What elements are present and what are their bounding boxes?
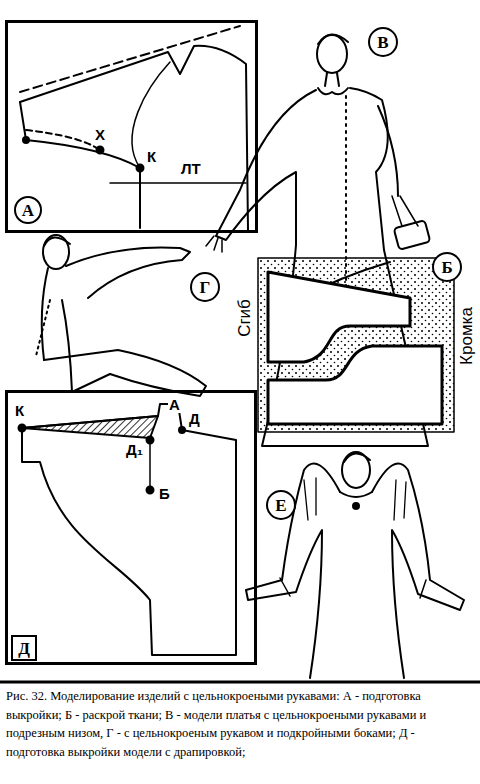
panel-letter-circle: Б [432, 252, 462, 282]
point-label: Д [188, 410, 201, 427]
pattern-piece [268, 346, 442, 424]
right-arm [378, 106, 398, 196]
head [342, 452, 370, 488]
point-dot [23, 137, 29, 143]
hair [44, 237, 70, 246]
neck [325, 73, 339, 86]
caption-holder: Рис. 32. Моделирование изделий с цельнок… [6, 686, 472, 761]
neckline [340, 492, 372, 497]
sleeve-hem [20, 102, 26, 140]
fabric-sheet [258, 258, 454, 432]
point-label: К [146, 148, 157, 165]
panel-letter: А [22, 202, 34, 219]
brooch [353, 503, 359, 509]
underarm-dashed [26, 130, 100, 150]
hand [206, 236, 222, 252]
collar [318, 88, 348, 94]
point-label-holder: К [146, 148, 157, 166]
point-label-holder: Д [188, 410, 201, 428]
point-dot [137, 165, 144, 172]
point-label: Х [94, 126, 106, 143]
point-label-holder: К [14, 402, 25, 420]
fabric-edge-label: Сгиб [235, 297, 254, 339]
panel-letter: Г [200, 279, 211, 296]
panel-letter: Е [275, 497, 286, 514]
caption-rule [0, 681, 480, 684]
hair [318, 34, 348, 44]
torso [42, 268, 72, 392]
waist-line [110, 182, 246, 184]
sleeve-gathers [304, 478, 406, 520]
panel-letter-circle: В [368, 27, 398, 57]
head [317, 35, 347, 73]
side-seam [139, 168, 141, 228]
panel-letter-circle: Г [190, 272, 220, 302]
armhole-curve [132, 62, 170, 168]
panel-frame: КАДД₁БД [5, 390, 257, 665]
bag-strap [392, 196, 418, 226]
point-label-holder: Д₁ [125, 441, 144, 459]
point-dot [97, 147, 104, 154]
point-label-holder: Х [94, 126, 106, 144]
side-label-holder: Кромка [457, 305, 477, 367]
point-label-holder: Б [158, 485, 171, 503]
panel-letter-box: Д [11, 635, 37, 661]
hair [344, 453, 370, 462]
point-dot [19, 425, 26, 432]
raised-sleeve [66, 247, 190, 298]
point-label: К [14, 402, 25, 419]
head [43, 235, 69, 269]
point-dot [147, 487, 154, 494]
underarm-curve [26, 140, 140, 168]
point-label: А [168, 396, 181, 413]
left-sleeve-body [246, 464, 340, 678]
side-panel-seam [36, 300, 50, 356]
drape-line [149, 440, 151, 490]
point-label: ЛТ [180, 160, 202, 177]
point-dot [147, 437, 154, 444]
point-label-holder: ЛТ [180, 160, 202, 178]
fabric-edge-label: Кромка [457, 305, 476, 367]
point-label-holder: А [168, 396, 181, 414]
sketch-group [0, 26, 480, 682]
point-dot [179, 427, 185, 433]
panel-letter: В [377, 34, 388, 51]
point-label: Д₁ [125, 441, 144, 458]
pattern-outline [22, 404, 236, 655]
figure-caption: Рис. 32. Моделирование изделий с цельнок… [6, 689, 426, 759]
right-sleeve-body [372, 464, 464, 678]
shoulder-dashed-line [20, 26, 240, 92]
point-label: Б [158, 485, 171, 502]
panel-frame: Х К ЛТ А [5, 20, 258, 233]
side-label-holder: Сгиб [235, 297, 255, 339]
cuff [280, 578, 426, 598]
handbag [394, 220, 431, 250]
panel-letter-circle: Е [266, 490, 296, 520]
bodice-outline [20, 46, 248, 230]
panel-letter: Б [441, 259, 452, 276]
panel-letter-circle: А [14, 196, 42, 224]
panel-letter: Д [18, 640, 30, 657]
